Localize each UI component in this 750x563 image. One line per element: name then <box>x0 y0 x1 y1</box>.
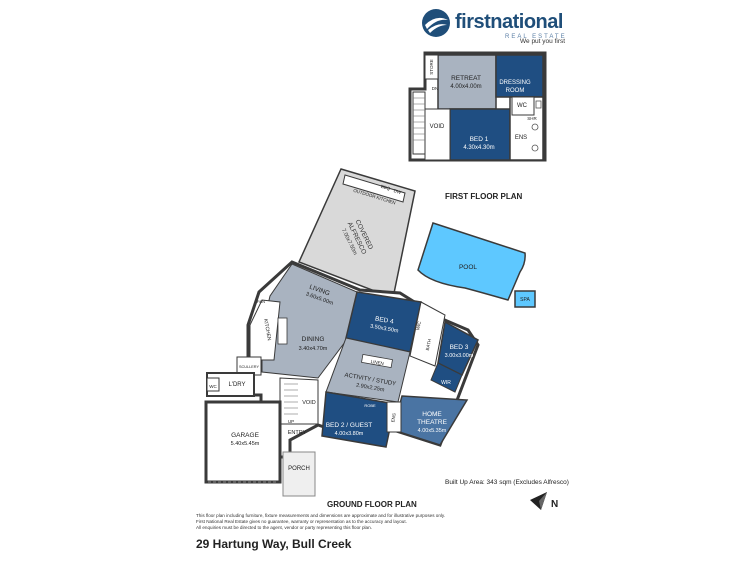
brand-subtitle: REAL ESTATE <box>505 34 567 40</box>
porch <box>282 451 316 497</box>
bed4-label: BED 4 <box>374 315 394 325</box>
bed2-label: BED 2 / GUEST <box>326 422 373 429</box>
north-arrow-icon <box>530 492 547 510</box>
bed1-dims: 4.30x4.30m <box>463 145 494 151</box>
ground-void-label: VOID <box>302 400 315 406</box>
ground-floor-plan: OUTDOOR KITCHEN BBQ DW COVERED ALFRESCO … <box>204 168 558 510</box>
wic-label: WIC <box>415 320 422 330</box>
dining-label: DINING <box>302 336 325 343</box>
ensuite-basin-2 <box>531 144 539 152</box>
ldry-wc-label: WC <box>209 384 217 389</box>
property-address: 29 Hartung Way, Bull Creek <box>196 537 352 551</box>
disclaimer-line: All enquiries must be directed to the ag… <box>196 525 372 530</box>
ground-floor-caption: GROUND FLOOR PLAN <box>327 500 417 509</box>
porch-label: PORCH <box>288 466 310 472</box>
first-floor-caption: FIRST FLOOR PLAN <box>445 192 523 201</box>
pool-label: POOL <box>459 264 477 271</box>
upper-store-label: STORE <box>429 59 434 74</box>
bed4-dims: 3.50x3.50m <box>369 324 399 335</box>
brand-logo: firstnational REAL ESTATE <box>421 8 571 48</box>
upper-wc-label: WC <box>517 103 528 109</box>
kitchen-zone <box>249 299 281 361</box>
disclaimer-line: This floor plan including furniture, fix… <box>196 513 446 518</box>
upper-void-label: VOID <box>430 124 445 130</box>
robe-label: ROBE <box>364 403 376 408</box>
bed1-room <box>449 108 511 161</box>
ensuite-basin-1 <box>531 123 539 131</box>
north-label: N <box>551 499 558 510</box>
ens-ground-label: ENS <box>390 413 397 423</box>
bath-wic-block <box>409 301 446 367</box>
outdoor-kitchen-bench <box>342 174 406 203</box>
brand-tagline: We put you first <box>520 38 566 45</box>
retreat-room <box>437 54 497 110</box>
bed3-dims: 3.00x3.00m <box>445 353 474 359</box>
up-label: UP <box>288 419 294 424</box>
bed2-ensuite <box>386 401 402 433</box>
retreat-dims: 4.00x4.00m <box>450 84 481 90</box>
spa-label: SPA <box>520 297 530 303</box>
linen-label: LINEN <box>370 359 384 366</box>
laundry-wc <box>206 377 220 392</box>
activity-dims: 2.90x2.25m <box>355 383 385 394</box>
brand-name: firstnational <box>455 11 563 33</box>
upper-ens-label: ENS <box>515 135 527 141</box>
bed2-dims: 4.00x3.80m <box>335 431 364 437</box>
ground-stairs <box>284 383 298 415</box>
linen-cupboard <box>361 353 393 369</box>
wir-label: WIR <box>441 380 451 386</box>
built-up-area-note: Built Up Area: 343 sqm (Excludes Alfresc… <box>445 479 569 486</box>
disclaimer-line: First National Real Estate gives no guar… <box>196 519 407 524</box>
upper-store <box>424 54 439 80</box>
disclaimer: This floor plan including furniture, fix… <box>196 513 496 531</box>
entry-label: ENTRY <box>288 430 307 436</box>
pool <box>417 222 526 301</box>
wir-room <box>430 362 463 393</box>
globe-swoosh-logo-icon <box>422 9 450 37</box>
kitchen-island <box>277 317 288 345</box>
dining-dims: 3.40x4.70m <box>299 346 328 352</box>
bbq-label: BBQ <box>380 184 391 192</box>
upper-stairs <box>412 91 426 155</box>
upper-wc <box>511 96 535 116</box>
garage-dims: 5.40x5.45m <box>231 441 260 447</box>
bed3-label: BED 3 <box>450 344 469 351</box>
theatre-dims: 4.00x5.35m <box>418 428 447 434</box>
first-floor-plan: RETREAT 4.00x4.00m DRESSING ROOM BED 1 4… <box>408 51 547 162</box>
bed2-room <box>321 391 396 448</box>
garage-label: GARAGE <box>231 432 259 439</box>
dressing-label-1: DRESSING <box>499 80 531 86</box>
bed1-label: BED 1 <box>470 136 489 143</box>
pantry-label: PAN <box>257 299 265 304</box>
upper-toilet <box>535 100 542 109</box>
ldry-label: L'DRY <box>228 382 245 388</box>
dressing-label-2: ROOM <box>506 88 525 94</box>
theatre-label-2: THEATRE <box>417 419 448 426</box>
retreat-label: RETREAT <box>451 75 481 82</box>
garage <box>204 400 282 484</box>
scullery-label: SCULLERY <box>239 365 259 369</box>
bath-label: BATH <box>425 338 432 350</box>
upper-shr-label: SHR <box>527 116 537 121</box>
kitchen-label: KITCHEN <box>262 318 272 341</box>
upper-dn-label: DN <box>432 86 439 91</box>
upper-void <box>424 108 451 161</box>
theatre-label-1: HOME <box>422 411 442 418</box>
dw-label: DW <box>393 188 402 195</box>
spa <box>514 290 536 308</box>
